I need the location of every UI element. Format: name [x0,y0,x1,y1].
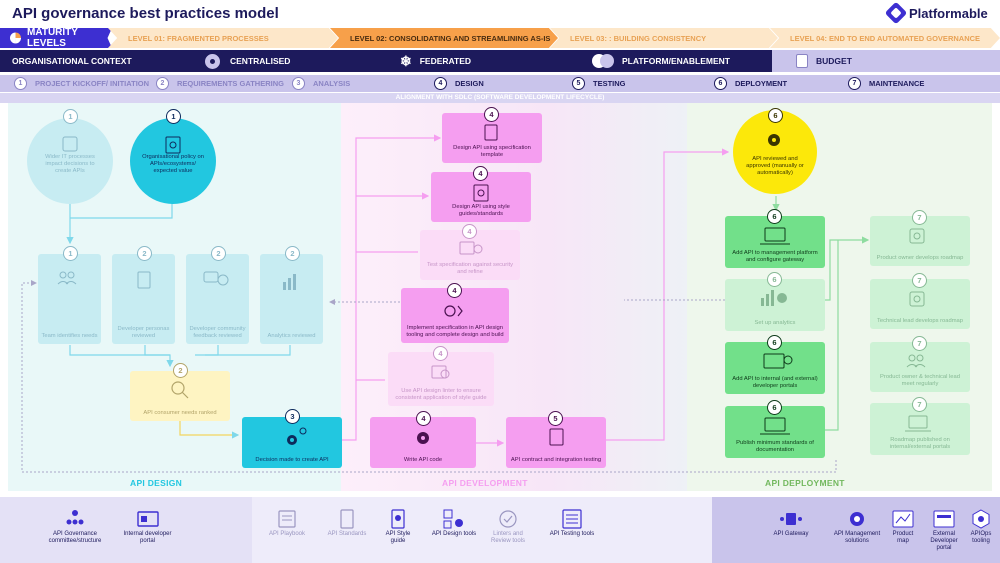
centralised-icon [205,53,220,69]
maturity-level-1[interactable]: LEVEL 01: FRAGMENTED PROCESSES [108,28,338,48]
playbook-icon [278,510,296,528]
product-map-icon [892,510,914,528]
contract-test-step-number: 5 [548,411,563,426]
maturity-levels-label: MATURITY LEVELS [0,28,112,48]
platform-toggle-icon [592,54,614,68]
apiops-hexagon-icon [972,509,990,529]
context-platform-enablement[interactable]: PLATFORM/ENABLEMENT [592,50,762,72]
management-gear-icon [850,512,864,526]
add-mgmt-step-number: 6 [767,209,782,224]
sdlc-alignment-banner: ALIGNMENT WITH SDLC (SOFTWARE DEVELOPMEN… [0,93,1000,103]
implement-spec-step-number: 4 [447,283,462,298]
api-reviewed-node[interactable]: API reviewed and approved (manually or a… [733,110,817,194]
organisational-context-bar [0,50,772,72]
design-template-step-number: 4 [484,107,499,122]
add-to-management-node[interactable]: Add API to management platform and confi… [725,216,825,268]
setup-analytics-step-number: 6 [767,272,782,287]
maturity-level-3[interactable]: LEVEL 03: : BUILDING CONSISTENCY [550,28,778,48]
page-title: API governance best practices model [12,5,279,22]
phases-bar [0,75,1000,92]
context-centralised[interactable]: CENTRALISED [205,50,355,72]
tool-api-design-tools[interactable]: API Design tools [430,509,478,538]
api-deployment-label: API DEPLOYMENT [765,478,845,488]
maturity-level-2[interactable]: LEVEL 02: CONSOLIDATING AND STREAMLINING… [330,28,558,48]
add-portal-step-number: 6 [767,335,782,350]
wider-it-processes-node[interactable]: Wider IT processes impact decisions to c… [27,118,113,204]
tool-internal-developer-portal[interactable]: Internal developer portal [120,509,175,545]
publish-documentation-node[interactable]: Publish minimum standards of documentati… [725,406,825,458]
maturity-quadrant-icon [10,32,22,44]
tools-strip-design [0,497,252,563]
linter-step-number: 4 [433,346,448,361]
roadmap-published-step-number: 7 [912,397,927,412]
context-budget[interactable]: BUDGET [772,50,1000,72]
linter-check-icon [499,510,517,528]
dev-feedback-step-number: 2 [211,246,226,261]
testing-tools-icon [562,509,582,529]
tools-strip-deployment [712,497,1000,563]
owner-tech-step-number: 7 [912,336,927,351]
team-needs-step-number: 1 [63,246,78,261]
budget-document-icon [796,54,808,68]
tool-api-testing-tools[interactable]: API Testing tools [548,509,596,538]
api-development-label: API DEVELOPMENT [442,478,528,488]
committee-people-icon [66,510,84,525]
tool-api-management-solutions[interactable]: API Management solutions [830,509,884,545]
brand-name: Platformable [909,5,988,21]
org-policy-step-number: 1 [166,109,181,124]
decision-step-number: 3 [285,409,300,424]
tool-api-style-guide[interactable]: API Style guide [378,509,418,545]
analytics-step-number: 2 [285,246,300,261]
organisational-context-label: ORGANISATIONAL CONTEXT [12,56,132,66]
set-up-analytics-node[interactable]: Set up analytics [725,279,825,331]
design-linter-node[interactable]: Use API design linter to ensure consiste… [388,352,494,406]
analytics-reviewed-node[interactable]: Analytics reviewed [260,254,323,344]
consumer-needs-step-number: 2 [173,363,188,378]
tool-linters-review[interactable]: Linters and Review tools [484,509,532,545]
design-tools-icon [443,509,463,529]
api-consumer-needs-node[interactable]: API consumer needs ranked [130,371,230,421]
context-federated[interactable]: ❄ FEDERATED [400,52,472,69]
tech-roadmap-step-number: 7 [912,273,927,288]
maturity-level-4[interactable]: LEVEL 04: END TO END AUTOMATED GOVERNANC… [770,28,1000,48]
test-spec-step-number: 4 [462,224,477,239]
style-guide-icon [391,509,405,529]
standards-document-icon [340,509,354,529]
tools-strip-development [252,497,712,563]
tool-product-map[interactable]: Product map [888,509,918,545]
team-identifies-needs-node[interactable]: Team identifies needs [38,254,101,344]
api-design-label: API DESIGN [130,478,183,488]
design-style-step-number: 4 [473,166,488,181]
owner-roadmap-step-number: 7 [912,210,927,225]
developer-feedback-node[interactable]: Developer community feedback reviewed [186,254,249,344]
tool-api-playbook[interactable]: API Playbook [262,509,312,538]
publish-docs-step-number: 6 [767,400,782,415]
tool-external-developer-portal[interactable]: External Developer portal [926,509,962,552]
tool-api-gateway[interactable]: API Gateway [765,509,817,538]
gateway-icon [780,513,802,525]
brand-logo[interactable]: Platformable [884,1,988,25]
tool-api-standards[interactable]: API Standards [322,509,372,538]
wider-it-step-number: 1 [63,109,78,124]
federated-icon: ❄ [400,52,412,69]
organisational-policy-node[interactable]: Organisational policy on APIs/ecosystems… [130,118,216,204]
write-code-step-number: 4 [416,411,431,426]
tool-apiops-tooling[interactable]: APIOps tooling [966,509,996,545]
dev-personas-step-number: 2 [137,246,152,261]
decision-made-node[interactable]: Decision made to create API [242,417,342,468]
tool-governance-committee[interactable]: API Governance committee/structure [40,509,110,545]
external-portal-icon [933,510,955,528]
reviewed-step-number: 6 [768,108,783,123]
developer-personas-node[interactable]: Developer personas reviewed [112,254,175,344]
roadmap-published-node[interactable]: Roadmap published on internal/external p… [870,403,970,455]
portal-window-icon [136,511,159,527]
